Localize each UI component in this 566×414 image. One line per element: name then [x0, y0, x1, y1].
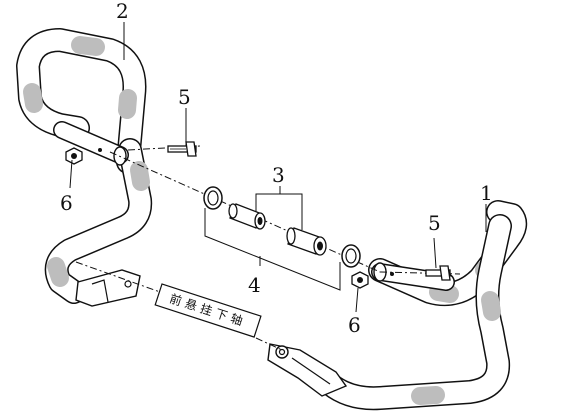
callout-6-right: 6	[348, 313, 361, 337]
right-mount-bracket	[267, 343, 348, 397]
nut-right	[351, 271, 369, 289]
callout-2: 2	[116, 0, 129, 23]
bushing-sleeve-left	[228, 203, 266, 230]
washer-right	[341, 244, 361, 268]
callout-5-right: 5	[428, 211, 441, 235]
callout-3: 3	[272, 163, 285, 187]
nut-left	[65, 147, 83, 165]
bolt-upper-left	[167, 141, 197, 157]
left-tube-frame	[16, 28, 153, 304]
left-mount-bracket	[75, 269, 141, 307]
washer-left	[203, 186, 223, 210]
leader-lines	[69, 22, 487, 313]
callout-5-upper: 5	[178, 85, 191, 109]
bolt-right	[425, 265, 451, 281]
callout-4: 4	[248, 273, 261, 297]
bushing-sleeve-right	[286, 227, 327, 256]
right-tube-frame	[318, 200, 528, 411]
callout-1: 1	[480, 181, 493, 205]
axis-label-tag: 前悬挂下轴	[154, 283, 262, 338]
callout-6-left: 6	[60, 191, 73, 215]
